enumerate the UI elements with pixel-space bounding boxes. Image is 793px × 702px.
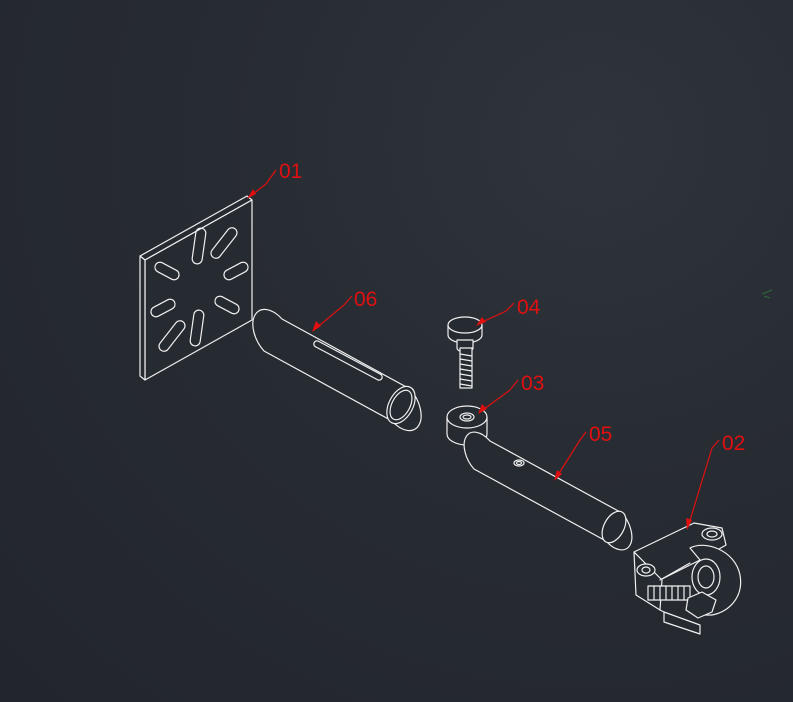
- callout-label-03: 03: [521, 372, 544, 395]
- ucs-marker: [761, 289, 773, 299]
- callout-label-01: 01: [279, 160, 302, 183]
- callout-02: 02: [686, 432, 745, 530]
- callout-01: 01: [247, 160, 302, 199]
- callout-04: 04: [476, 296, 541, 326]
- slotted-tube-icon: [252, 308, 422, 432]
- half-coupler-clamp-icon: [633, 522, 742, 635]
- callout-05: 05: [554, 423, 612, 481]
- spigot-pin-icon: [463, 431, 633, 551]
- callout-label-04: 04: [517, 296, 541, 319]
- callout-label-06: 06: [354, 288, 377, 311]
- mounting-plate-icon: [139, 195, 253, 381]
- callout-06: 06: [312, 288, 377, 332]
- callout-03: 03: [478, 372, 544, 414]
- thumb-screw-icon: [447, 316, 483, 389]
- callout-label-05: 05: [589, 423, 612, 446]
- callout-label-02: 02: [722, 432, 745, 455]
